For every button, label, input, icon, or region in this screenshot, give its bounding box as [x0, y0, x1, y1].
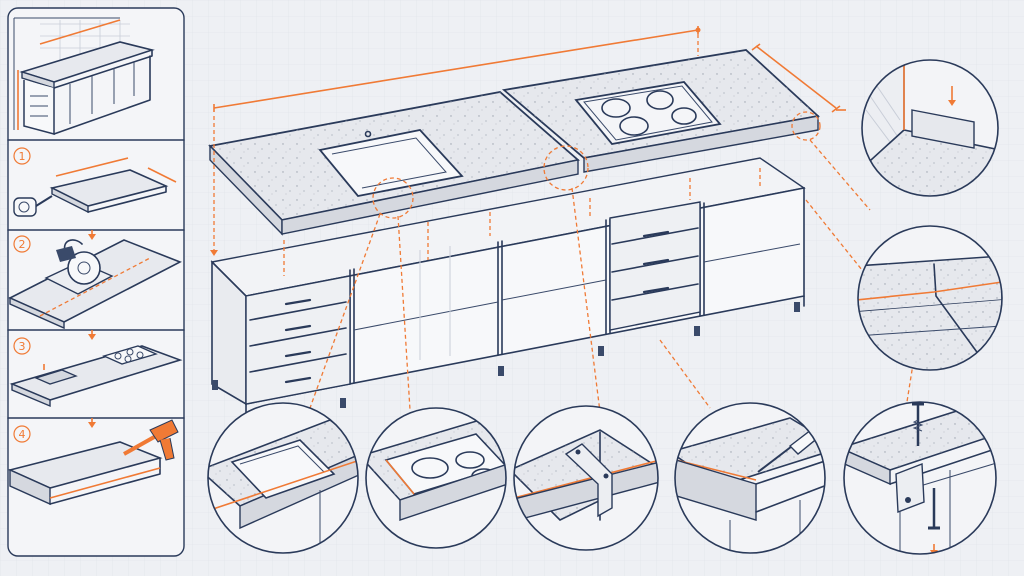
wall-upstand-detail — [861, 59, 999, 197]
circular-saw-icon — [44, 239, 114, 295]
step-1: 1 — [13, 147, 177, 217]
step-4: 4 — [7, 418, 179, 506]
step-4-number: 4 — [19, 428, 26, 441]
sink-cutout — [318, 129, 464, 197]
cabinet-assembly — [210, 157, 806, 415]
step-3-number: 3 — [19, 340, 26, 353]
step-3: 3 — [9, 330, 183, 408]
step-4-badge — [13, 425, 31, 443]
joint-seam-detail — [857, 225, 1003, 371]
dimension-lines — [210, 26, 846, 256]
sink-cutout-detail — [207, 402, 359, 554]
edge-sealing-detail — [674, 402, 826, 554]
callout-sink-marker — [372, 177, 414, 219]
joint-bracket-detail — [513, 405, 659, 551]
hob-cutout-detail — [365, 407, 507, 549]
left-drawer-stack — [245, 275, 351, 405]
step-3-badge — [13, 337, 31, 355]
callout-upstand-marker — [791, 111, 821, 141]
countertop — [208, 26, 921, 413]
right-drawer-stack — [609, 201, 701, 331]
upstand-strip — [911, 109, 975, 149]
step-1-badge — [13, 147, 31, 165]
callout-joint-marker — [543, 145, 589, 191]
screw-icon — [912, 402, 940, 530]
hob-cutout — [574, 81, 722, 145]
sealant-gun-icon — [123, 419, 179, 461]
step-2-number: 2 — [19, 238, 26, 251]
overview-kitchen-thumbnail — [13, 17, 155, 135]
bracket-screw-detail — [843, 401, 997, 555]
cutout-icon — [34, 345, 158, 385]
step-2: 2 — [8, 230, 182, 330]
bracket-icon — [564, 443, 613, 518]
step-2-badge — [13, 235, 31, 253]
step-panel: 1 2 — [7, 7, 185, 557]
measuring-tape-icon — [13, 195, 53, 217]
cabinet-legs — [212, 302, 800, 408]
step-1-number: 1 — [19, 150, 26, 163]
